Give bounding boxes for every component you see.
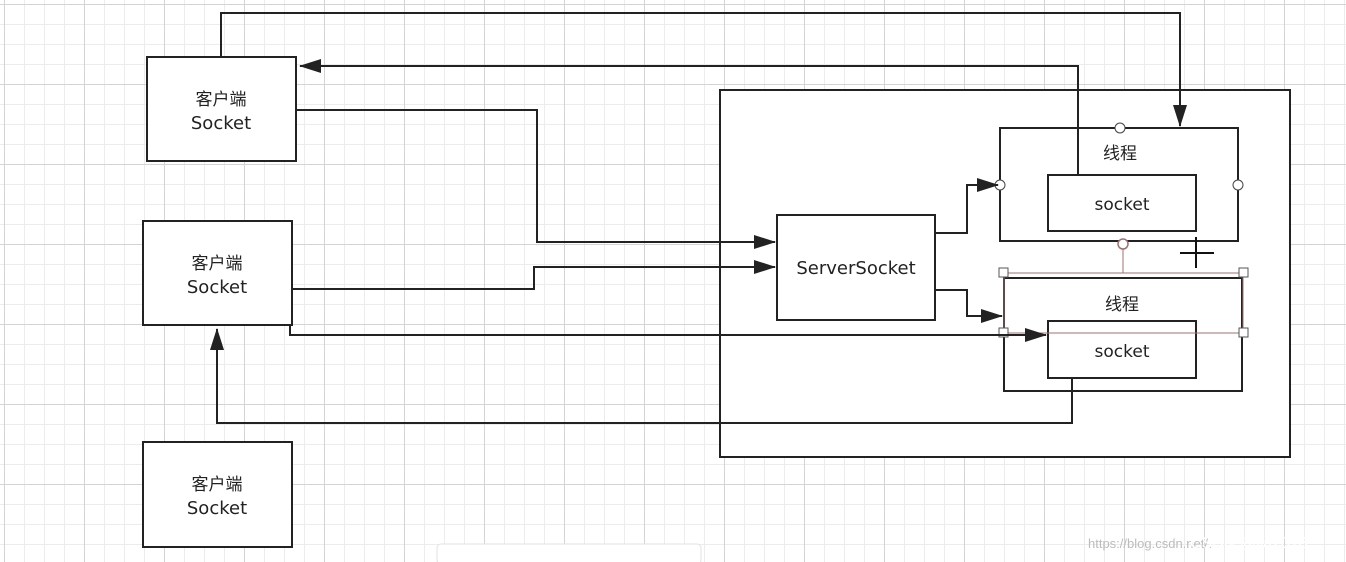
crosshair-cursor-icon — [1180, 237, 1214, 268]
connector-client2-to-server — [292, 260, 776, 290]
client-label-en-1: Socket — [191, 113, 251, 134]
connector-client1-to-thread1 — [220, 12, 1187, 127]
resize-handle[interactable] — [1238, 327, 1249, 338]
thread-title-2: 线程 — [1105, 295, 1139, 315]
resize-handle[interactable] — [998, 327, 1009, 338]
thread-title-1: 线程 — [1103, 144, 1137, 164]
server-socket-label: ServerSocket — [796, 258, 915, 279]
connector-server-to-thread2 — [935, 289, 1003, 323]
client-box-1: 客户端 Socket — [146, 56, 297, 162]
client-box-2: 客户端 Socket — [142, 220, 293, 326]
thread-socket-label-1: socket — [1095, 195, 1150, 215]
connector-thread2-to-client2 — [210, 328, 1073, 424]
watermark-url: https://blog.csdn.net/… — [1088, 536, 1221, 551]
connector-client1-to-server — [296, 109, 776, 249]
connector-client2-to-thread2 — [289, 325, 1047, 342]
watermark-brand: CSDN @jia2018 — [1190, 535, 1308, 552]
resize-handle[interactable] — [998, 267, 1009, 278]
thread-socket-box-2 — [1047, 320, 1197, 379]
thread-socket-label-2: socket — [1095, 342, 1150, 362]
thread-socket-box-1 — [1047, 174, 1197, 232]
resize-handle[interactable] — [1238, 267, 1249, 278]
connector-thread1-to-client1 — [299, 59, 1079, 175]
client-box-3: 客户端 Socket — [142, 441, 293, 548]
thread-box-1: 线程 socket — [994, 122, 1244, 242]
server-socket-box — [776, 214, 936, 321]
client-label-en-2: Socket — [187, 277, 247, 298]
client-label-en-3: Socket — [187, 498, 247, 519]
client-label-cn-3: 客户端 — [192, 475, 243, 495]
client-label-cn-1: 客户端 — [196, 90, 247, 110]
rotate-handle[interactable] — [1117, 238, 1129, 250]
client-label-cn-2: 客户端 — [192, 254, 243, 274]
connector-server-to-thread1 — [935, 178, 999, 234]
bottom-panel — [436, 543, 702, 562]
